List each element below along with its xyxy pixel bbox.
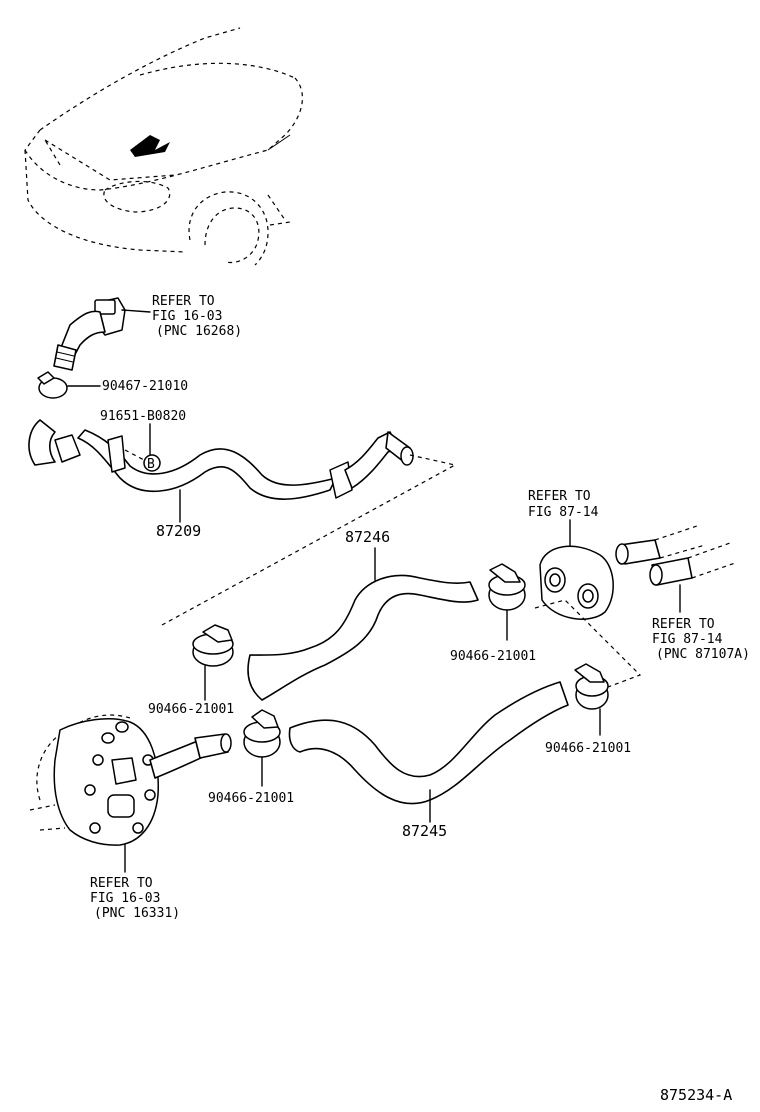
refer-mid-line2: FIG 87-14 — [528, 505, 599, 520]
car-silhouette — [24, 27, 304, 266]
diagram-id: 875234-A — [660, 1086, 732, 1104]
clamp-right-label: 90466-21001 — [545, 741, 631, 756]
clamp-top-label: 90467-21010 — [102, 379, 188, 394]
clamp-mid-right — [488, 563, 526, 641]
hose-upper-label: 87246 — [345, 528, 390, 546]
outlet-fitting — [53, 297, 151, 371]
refer-top-line2: FIG 16-03 — [152, 309, 222, 324]
bolt-dash — [124, 449, 145, 461]
clamp-lower-label: 90466-21001 — [208, 791, 294, 806]
heater-pipes — [615, 524, 736, 613]
refer-bottom-line1: REFER TO — [90, 876, 153, 891]
heater-grommet — [539, 545, 614, 620]
hose-lower-label: 87245 — [402, 822, 447, 840]
hose-lower — [288, 681, 569, 805]
clamp-right — [574, 663, 609, 736]
hose-upper — [247, 574, 479, 701]
water-pipe — [28, 419, 414, 523]
clamp-mid-left — [192, 624, 234, 701]
engine-housing — [29, 714, 232, 873]
clamp-mid-right-label: 90466-21001 — [450, 649, 536, 664]
clamp-top — [37, 371, 101, 399]
clamp-lower — [243, 709, 281, 787]
refer-right-line2: FIG 87-14 — [652, 632, 723, 647]
refer-bottom-line2: FIG 16-03 — [90, 891, 160, 906]
refer-bottom-line3: (PNC 16331) — [94, 906, 180, 921]
refer-top-line3: (PNC 16268) — [156, 324, 242, 339]
refer-top-line1: REFER TO — [152, 294, 215, 309]
bolt-marker-circle — [143, 454, 161, 472]
refer-right-line3: (PNC 87107A) — [656, 647, 750, 662]
refer-mid-line1: REFER TO — [528, 489, 591, 504]
pipe-label: 87209 — [156, 522, 201, 540]
clamp-mid-left-label: 90466-21001 — [148, 702, 234, 717]
leader-pipe-hose — [161, 454, 457, 626]
bolt-label: 91651-B0820 — [100, 409, 186, 424]
refer-right-line1: REFER TO — [652, 617, 715, 632]
bolt-marker-letter: B — [147, 457, 155, 472]
